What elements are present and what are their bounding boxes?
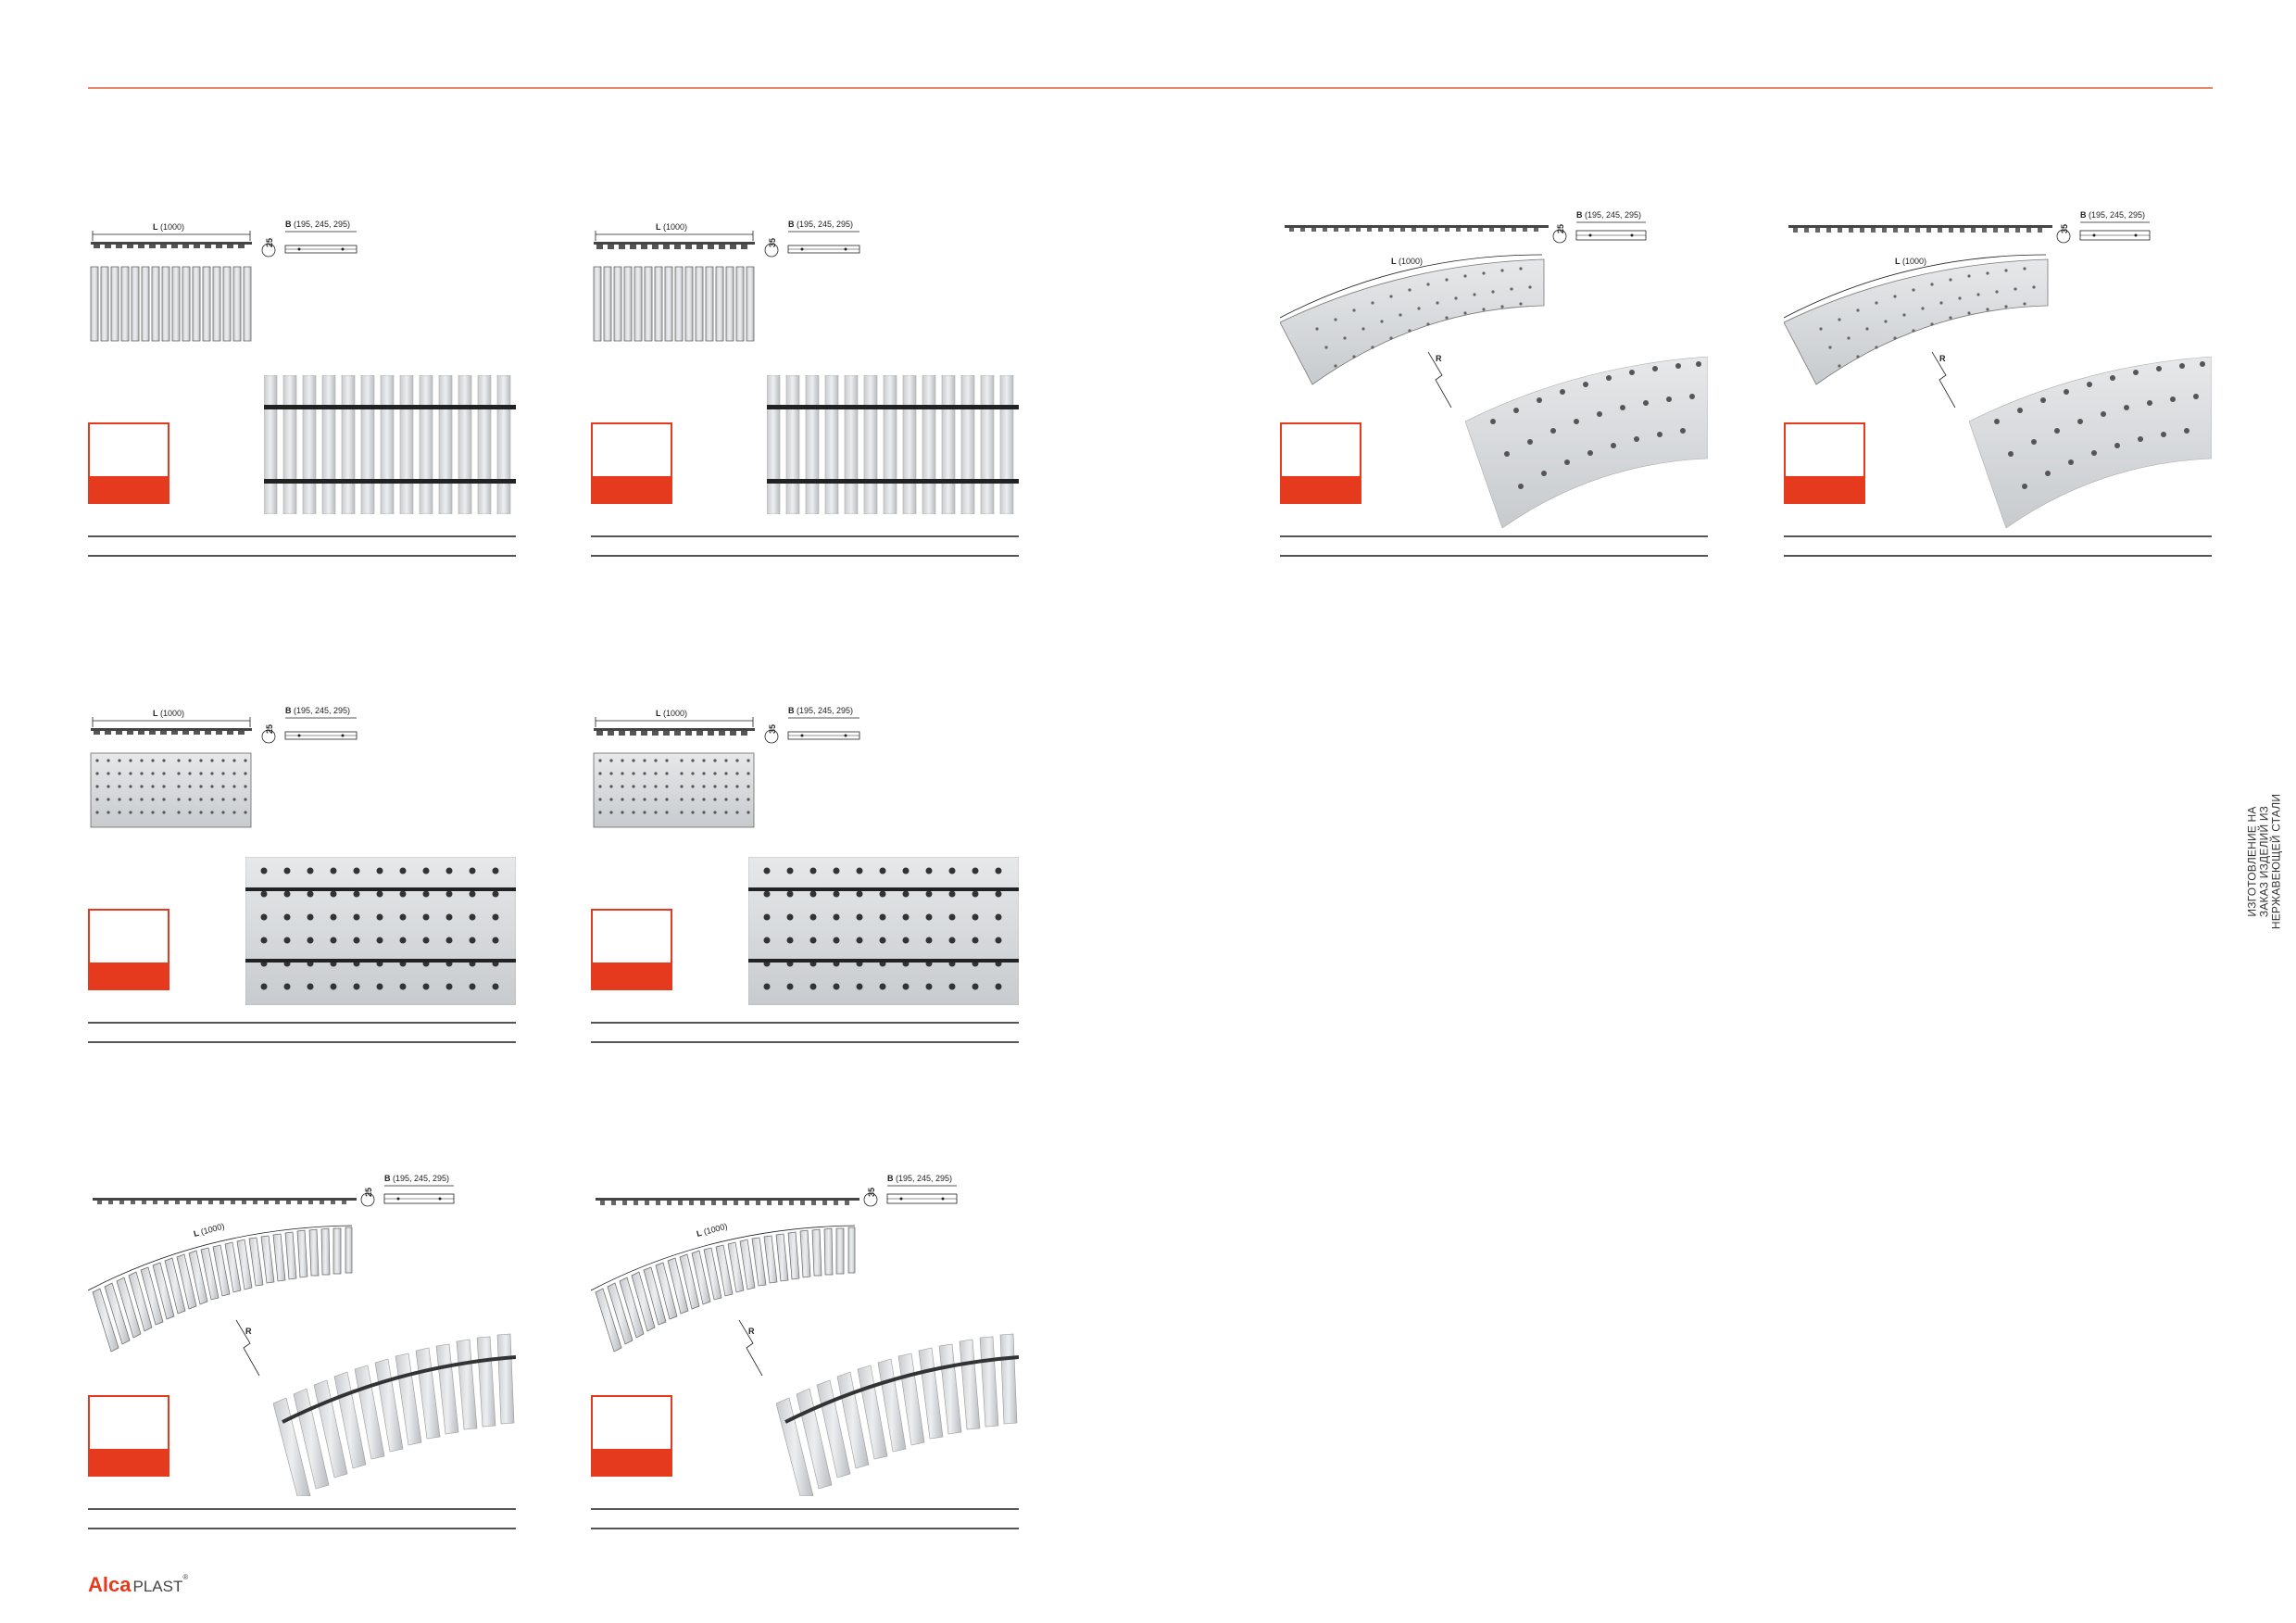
- divider: [591, 1508, 1019, 1510]
- dimension-drawing: 25 B (195, 245, 295) L (1000) R: [88, 1174, 455, 1377]
- side-caption-line: НЕРЖАВЕЮЩЕЙ СТАЛИ: [2269, 793, 2283, 930]
- badge-box: [88, 1395, 169, 1477]
- svg-text:L (1000): L (1000): [656, 222, 687, 232]
- radius-label: R: [1436, 354, 1442, 363]
- badge-box: [591, 422, 672, 504]
- badge-box: [591, 909, 672, 990]
- svg-text:B (195, 245, 295): B (195, 245, 295): [285, 706, 350, 715]
- top-rule: [88, 87, 2213, 89]
- product-card-curved-perforated-35: 35 B (195, 245, 295) L (1000) R: [1784, 208, 2212, 565]
- svg-text:B (195, 245, 295): B (195, 245, 295): [2080, 210, 2145, 220]
- product-card-curved-perforated-25: 25 B (195, 245, 295) L (1000) R: [1280, 208, 1708, 565]
- height-label: 35: [768, 238, 777, 247]
- product-photo: [1465, 357, 1708, 528]
- badge-box: [1784, 422, 1865, 504]
- svg-text:L (1000): L (1000): [1895, 257, 1926, 266]
- divider: [591, 1528, 1019, 1529]
- svg-text:B (195, 245, 295): B (195, 245, 295): [788, 706, 853, 715]
- height-label: 25: [265, 724, 274, 734]
- product-photo: [273, 1333, 516, 1496]
- height-label: 25: [1556, 224, 1565, 233]
- radius-label: R: [1939, 354, 1946, 363]
- divider: [88, 1528, 516, 1529]
- product-card-straight-perforated-25: L (1000) B (195, 245, 295) 25: [88, 699, 516, 1051]
- svg-text:L (1000): L (1000): [656, 709, 687, 718]
- dimension-drawing: L (1000) B (195, 245, 295) 25: [90, 706, 358, 828]
- divider: [88, 1022, 516, 1024]
- dimension-drawing: 25 B (195, 245, 295) L (1000) R: [1280, 210, 1647, 409]
- side-caption: ИЗГОТОВЛЕНИЕ НА ЗАКАЗ ИЗДЕЛИЙ ИЗ НЕРЖАВЕ…: [2246, 760, 2283, 963]
- logo-reg: ®: [182, 1573, 189, 1581]
- badge-box: [88, 422, 169, 504]
- product-photo: [245, 857, 516, 1005]
- height-label: 25: [364, 1188, 373, 1197]
- svg-text:L (1000): L (1000): [153, 709, 184, 718]
- dimension-drawing: L (1000) B (195, 245, 295) 35: [593, 706, 860, 828]
- divider: [88, 535, 516, 537]
- height-label: 35: [867, 1188, 876, 1197]
- svg-text:L (1000): L (1000): [1391, 257, 1423, 266]
- svg-text:L (1000): L (1000): [193, 1221, 225, 1238]
- svg-text:B (195, 245, 295): B (195, 245, 295): [285, 220, 350, 229]
- divider: [1280, 555, 1708, 557]
- product-photo: [748, 857, 1019, 1005]
- dimension-drawing: L (1000) B (195, 245, 295) 35: [593, 220, 860, 342]
- product-card-straight-bar-35: L (1000) B (195, 245, 295) 35: [591, 213, 1019, 565]
- svg-text:B (195, 245, 295): B (195, 245, 295): [887, 1174, 952, 1183]
- svg-text:L (1000): L (1000): [153, 222, 184, 232]
- dimension-drawing: L (1000) B (195, 245, 295) 25: [90, 220, 358, 342]
- product-photo: [767, 375, 1019, 514]
- svg-text:B (195, 245, 295): B (195, 245, 295): [384, 1174, 449, 1183]
- dimension-drawing: 35 B (195, 245, 295) L (1000) R: [591, 1174, 958, 1377]
- product-card-straight-perforated-35: L (1000) B (195, 245, 295) 35: [591, 699, 1019, 1051]
- logo-plast: PLAST: [132, 1578, 183, 1595]
- divider: [1280, 535, 1708, 537]
- badge-box: [1280, 422, 1361, 504]
- divider: [88, 1508, 516, 1510]
- height-label: 35: [2060, 224, 2069, 233]
- svg-text:L (1000): L (1000): [696, 1221, 728, 1238]
- product-card-curved-bar-35: 35 B (195, 245, 295) L (1000) R: [591, 1172, 1019, 1533]
- divider: [591, 555, 1019, 557]
- radius-label: R: [748, 1327, 755, 1336]
- product-photo: [1969, 357, 2212, 528]
- divider: [591, 1041, 1019, 1043]
- divider: [591, 1022, 1019, 1024]
- divider: [1784, 535, 2212, 537]
- height-label: 35: [768, 724, 777, 734]
- height-label: 25: [265, 238, 274, 247]
- product-photo: [264, 375, 516, 514]
- divider: [88, 1041, 516, 1043]
- svg-text:B (195, 245, 295): B (195, 245, 295): [788, 220, 853, 229]
- product-photo: [776, 1333, 1019, 1496]
- product-card-straight-bar-25: L (1000) B (195, 245, 295) 25: [88, 213, 516, 565]
- logo-alca: Alca: [88, 1573, 132, 1596]
- radius-label: R: [245, 1327, 252, 1336]
- divider: [88, 555, 516, 557]
- badge-box: [591, 1395, 672, 1477]
- divider: [1784, 555, 2212, 557]
- divider: [591, 535, 1019, 537]
- svg-text:B (195, 245, 295): B (195, 245, 295): [1576, 210, 1641, 220]
- dimension-drawing: 35 B (195, 245, 295) L (1000) R: [1784, 210, 2151, 409]
- product-card-curved-bar-25: 25 B (195, 245, 295) L (1000) R: [88, 1172, 516, 1533]
- badge-box: [88, 909, 169, 990]
